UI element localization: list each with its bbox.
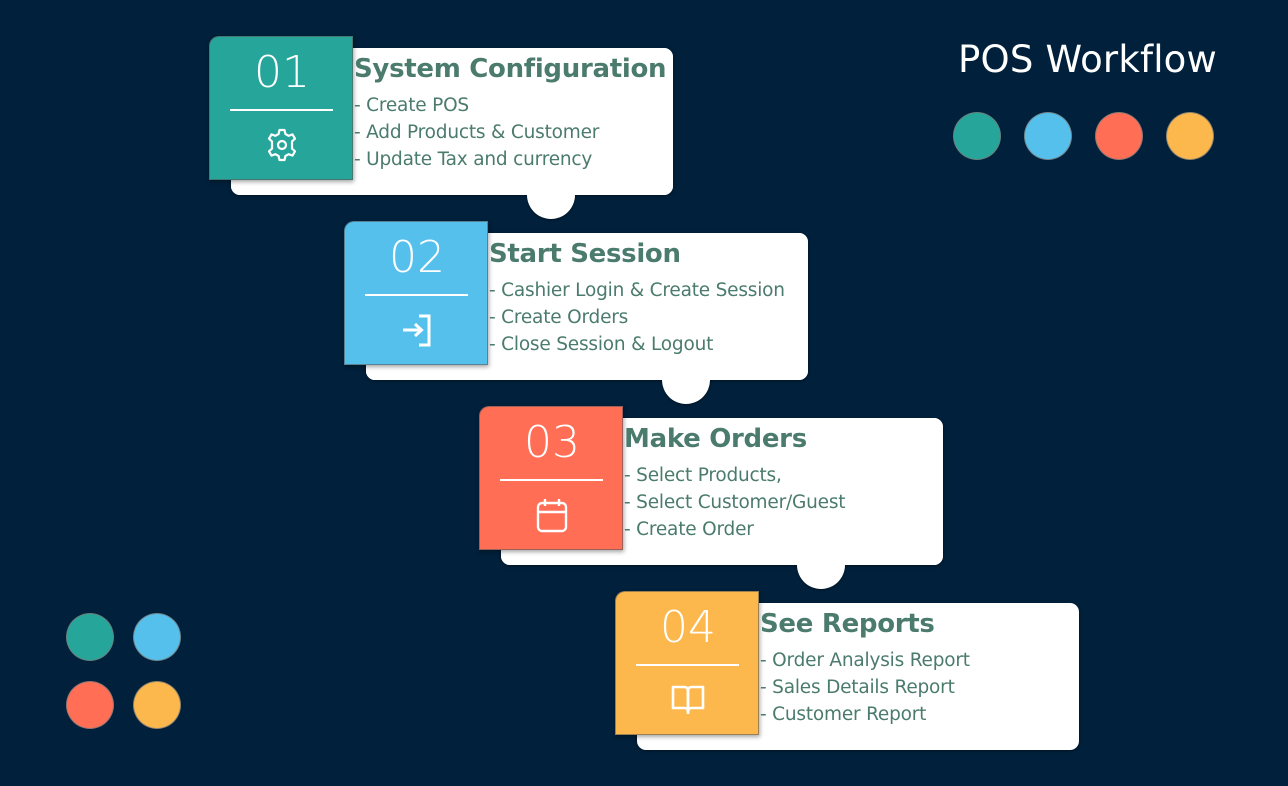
workflow-step-3: 03 Make Orders - Select Products, - Sele… — [479, 406, 949, 589]
step-badge: 03 — [479, 406, 623, 550]
step-item: - Sales Details Report — [760, 677, 955, 698]
step-title: System Configuration — [354, 54, 667, 84]
step-badge: 01 — [209, 36, 353, 180]
corner-dot-amber — [133, 681, 181, 729]
step-item: - Cashier Login & Create Session — [489, 280, 785, 301]
step-items: - Select Products, - Select Customer/Gue… — [624, 462, 846, 543]
step-item: - Create Order — [624, 519, 754, 540]
legend-dot-teal — [953, 112, 1001, 160]
step-badge: 04 — [615, 591, 759, 735]
step-number: 04 — [660, 602, 716, 653]
legend-dot-amber — [1166, 112, 1214, 160]
step-title: Start Session — [489, 239, 681, 269]
step-item: - Update Tax and currency — [354, 149, 593, 170]
step-number: 02 — [389, 232, 445, 283]
page-title: POS Workflow — [958, 38, 1217, 81]
workflow-step-2: 02 Start Session - Cashier Login & Creat… — [344, 221, 814, 404]
legend-dot-sky — [1024, 112, 1072, 160]
step-number: 03 — [524, 417, 580, 468]
book-icon — [671, 685, 705, 714]
step-item: - Customer Report — [760, 704, 927, 725]
step-badge: 02 — [344, 221, 488, 365]
step-number: 01 — [254, 47, 310, 98]
gear-icon — [267, 128, 297, 162]
legend-dot-coral — [1095, 112, 1143, 160]
step-divider — [636, 664, 739, 666]
step-item: - Close Session & Logout — [489, 334, 714, 355]
step-item: - Add Products & Customer — [354, 122, 600, 143]
workflow-step-4: 04 See Reports - Order Analysis Report -… — [615, 591, 1085, 771]
step-divider — [500, 479, 603, 481]
step-items: - Create POS - Add Products & Customer -… — [354, 92, 599, 173]
step-item: - Create POS — [354, 95, 469, 116]
sign-in-icon — [403, 314, 431, 347]
step-item: - Select Products, — [624, 465, 782, 486]
workflow-step-1: 01 System Configuration - Create POS - A… — [209, 36, 679, 219]
step-item: - Select Customer/Guest — [624, 492, 846, 513]
step-item: - Order Analysis Report — [760, 650, 970, 671]
corner-dot-teal — [66, 613, 114, 661]
step-title: Make Orders — [624, 424, 807, 454]
step-items: - Cashier Login & Create Session - Creat… — [489, 277, 785, 358]
calendar-icon — [536, 499, 568, 533]
step-title: See Reports — [760, 609, 935, 639]
step-items: - Order Analysis Report - Sales Details … — [760, 647, 970, 728]
corner-dot-sky — [133, 613, 181, 661]
step-item: - Create Orders — [489, 307, 629, 328]
step-divider — [365, 294, 468, 296]
corner-dot-coral — [66, 681, 114, 729]
step-divider — [230, 109, 333, 111]
